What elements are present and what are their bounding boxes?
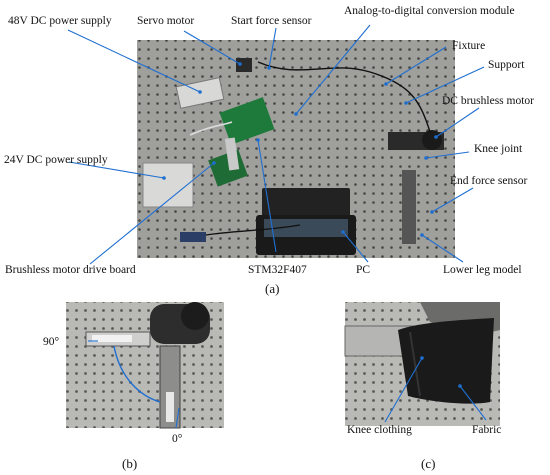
label-pc: PC [356, 264, 370, 276]
label-brushless-motor-drive-board: Brushless motor drive board [5, 264, 136, 276]
label-24v-dc-power-supply: 24V DC power supply [4, 154, 108, 166]
label-support: Support [488, 59, 525, 71]
label-fixture: Fixture [452, 40, 485, 52]
angle-0-label: 0° [172, 433, 183, 445]
driver-board [208, 149, 248, 187]
caption-c: (c) [421, 456, 435, 471]
label-knee-joint: Knee joint [474, 143, 523, 155]
label-knee-clothing: Knee clothing [347, 424, 412, 436]
rig-frame [402, 170, 416, 244]
label-end-force-sensor: End force sensor [450, 175, 527, 187]
laptop-screen [262, 188, 350, 218]
caption-b: (b) [122, 456, 137, 471]
panel-a-pointers [67, 24, 485, 265]
label-adc-module: Analog-to-digital conversion module [344, 5, 515, 17]
panel-b-photo [66, 302, 224, 429]
label-dc-brushless-motor: DC brushless motor [442, 95, 534, 107]
pointer-knee-clothing [384, 357, 423, 423]
label-48v-dc-power-supply: 48V DC power supply [8, 15, 112, 27]
caption-a: (a) [265, 281, 279, 296]
bldc-motor-body [422, 130, 442, 150]
pointer-fabric [459, 385, 487, 421]
psu-24v [142, 162, 194, 208]
stm32-board [219, 97, 275, 145]
label-fabric: Fabric [472, 424, 501, 436]
label-servo-motor: Servo motor [137, 15, 194, 27]
pointer-0 [175, 407, 180, 429]
servo-motor [236, 58, 252, 72]
label-stm32f407: STM32F407 [248, 264, 307, 276]
angle-90-label: 90° [43, 336, 60, 348]
panel-a-photo [137, 40, 455, 258]
label-start-force-sensor: Start force sensor [231, 15, 312, 27]
label-lower-leg-model: Lower leg model [443, 264, 522, 276]
